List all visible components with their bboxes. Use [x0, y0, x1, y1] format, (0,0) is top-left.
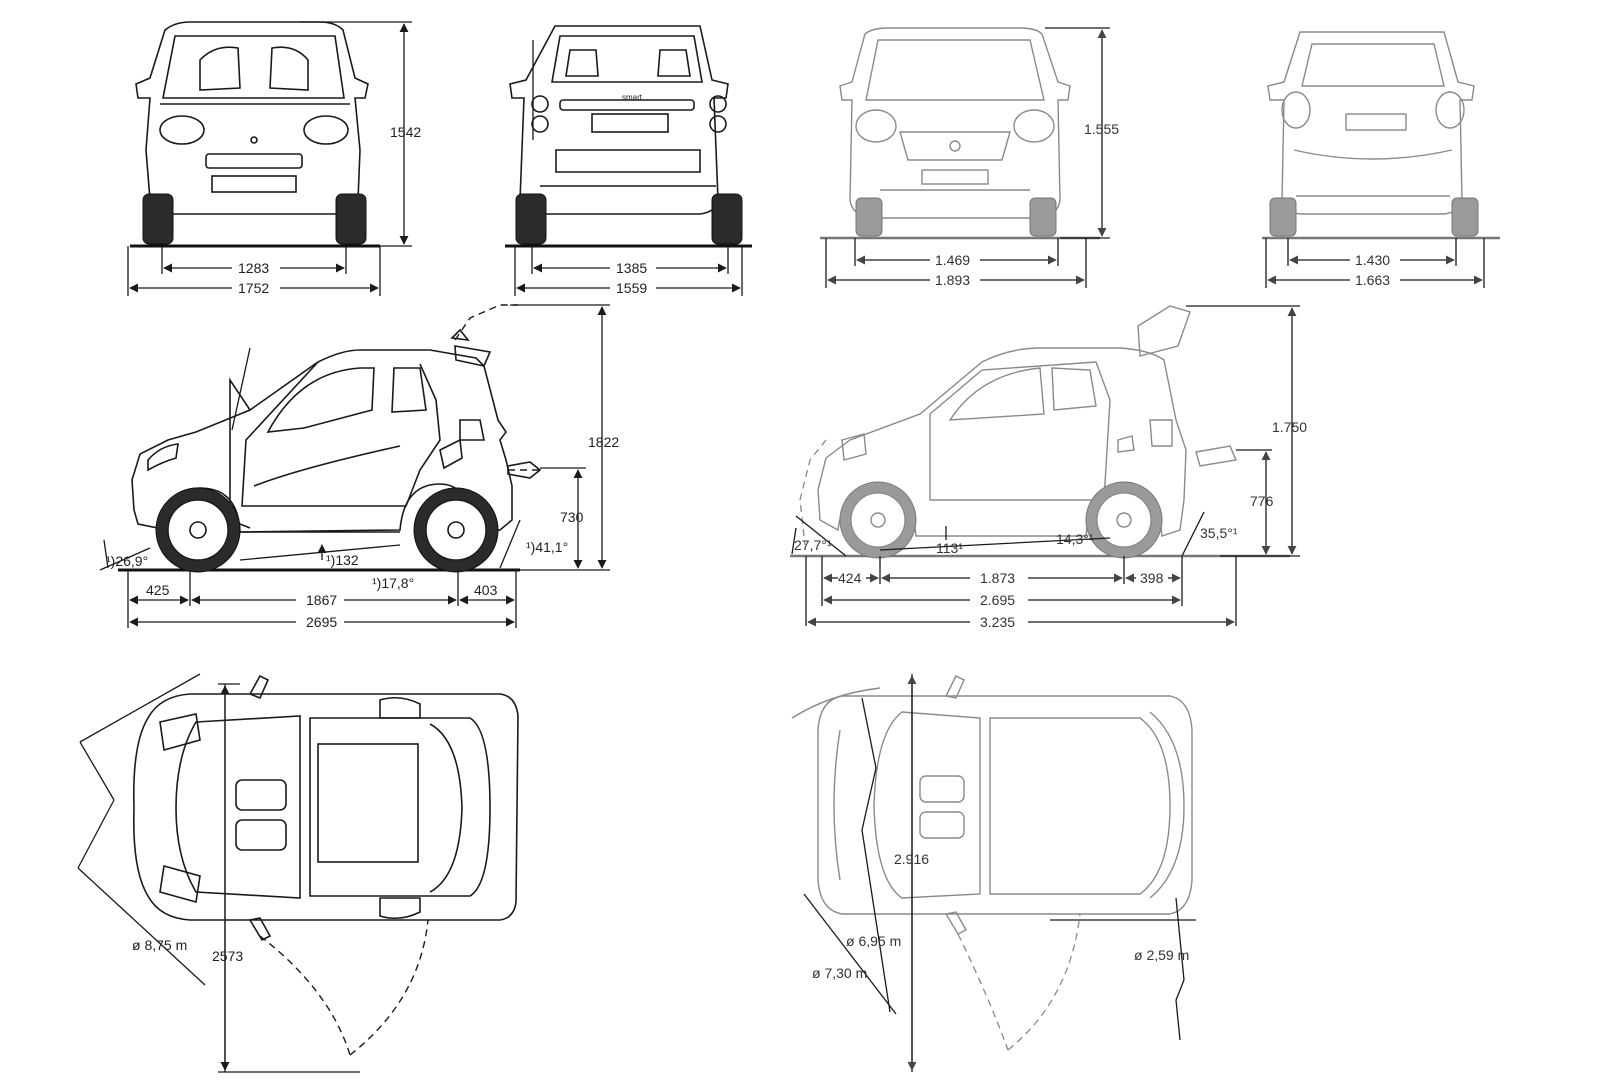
new-top-turning-circle-3-label: ø 2,59 m — [1134, 947, 1189, 963]
new-front-view: 1.555 1.469 1.893 — [820, 27, 1119, 288]
new-side-ramp-label: 14,3°¹ — [1056, 531, 1094, 547]
new-side-open-length-label: 3.235 — [980, 614, 1015, 630]
old-side-rear-overhang-label: 403 — [474, 582, 498, 598]
new-top-view: 2.916 ø 6,95 m ø 7,30 m ø 2,59 m — [791, 674, 1196, 1072]
old-rear-track-label: 1385 — [616, 260, 647, 276]
old-side-view: 1822 730 ¹)26,9° ¹)41,1° ¹)132 ¹)17,8° 4… — [99, 304, 619, 630]
new-rear-view: 1.430 1.663 — [1262, 31, 1500, 288]
old-side-front-overhang-label: 425 — [146, 582, 170, 598]
new-top-door-open-length-label: 2.916 — [894, 851, 929, 867]
new-side-open-height-label: 1.750 — [1272, 419, 1307, 435]
old-side-clearance-label: ¹)132 — [326, 552, 359, 568]
new-side-step-height-label: 776 — [1250, 493, 1274, 509]
new-side-approach-label: 27,7°¹ — [794, 537, 832, 553]
old-side-ramp-label: ¹)17,8° — [372, 575, 414, 591]
old-side-open-height-label: 1822 — [588, 434, 619, 450]
new-rear-track-label: 1.430 — [1355, 252, 1390, 268]
old-side-departure-label: ¹)41,1° — [526, 539, 568, 555]
old-front-height-label: 1542 — [390, 124, 421, 140]
new-side-front-overhang-label: 424 — [838, 570, 862, 586]
old-front-width-label: 1752 — [238, 280, 269, 296]
old-side-length-label: 2695 — [306, 614, 337, 630]
old-side-approach-label: ¹)26,9° — [106, 553, 148, 569]
old-top-door-open-length-label: 2573 — [212, 948, 243, 964]
old-rear-width-label: 1559 — [616, 280, 647, 296]
new-side-clearance-label: 113¹ — [936, 540, 963, 556]
new-side-length-label: 2.695 — [980, 592, 1015, 608]
old-top-view: 2573 ø 8,75 m — [77, 673, 519, 1073]
new-front-height-label: 1.555 — [1084, 121, 1119, 137]
new-top-turning-circle-2-label: ø 7,30 m — [812, 965, 867, 981]
new-side-view: 1.750 776 27,7°¹ 113¹ 14,3°¹ 35,5°¹ 424 … — [790, 305, 1307, 630]
old-side-wheelbase-label: 1867 — [306, 592, 337, 608]
new-front-width-label: 1.893 — [935, 272, 970, 288]
old-side-step-height-label: 730 — [560, 509, 584, 525]
old-top-turning-circle-label: ø 8,75 m — [132, 937, 187, 953]
new-top-turning-circle-1-label: ø 6,95 m — [846, 933, 901, 949]
new-side-wheelbase-label: 1.873 — [980, 570, 1015, 586]
new-front-track-label: 1.469 — [935, 252, 970, 268]
old-front-view: 1542 1283 1752 — [127, 21, 421, 296]
old-rear-badge: smart — [622, 93, 643, 102]
new-side-departure-label: 35,5°¹ — [1200, 525, 1238, 541]
new-rear-width-label: 1.663 — [1355, 272, 1390, 288]
old-front-track-label: 1283 — [238, 260, 269, 276]
old-rear-view: smart 1385 1559 — [505, 25, 752, 296]
new-side-rear-overhang-label: 398 — [1140, 570, 1164, 586]
